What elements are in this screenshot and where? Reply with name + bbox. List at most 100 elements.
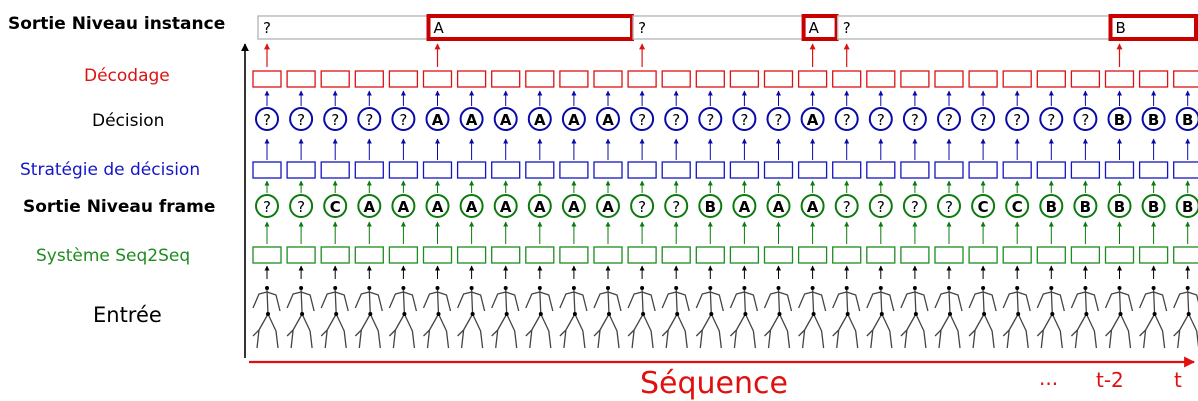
decision-circle xyxy=(902,107,927,131)
decision-label: ? xyxy=(365,111,373,129)
strategy-box xyxy=(763,161,794,179)
seq2seq-box xyxy=(797,246,828,264)
skeleton-joint xyxy=(607,312,611,316)
seq2seq-box xyxy=(968,246,998,264)
label-input: Entrée xyxy=(93,303,162,327)
seq2seq-box xyxy=(286,246,316,264)
frame-output-circle xyxy=(391,194,416,218)
instance-segment-label: B xyxy=(1116,19,1126,37)
decision-label: B xyxy=(1148,111,1159,129)
skeleton-joint xyxy=(879,312,884,316)
frame-output-circle xyxy=(289,194,314,218)
decision-label: B xyxy=(1182,111,1193,129)
skeleton-figure xyxy=(593,289,622,349)
decision-label: A xyxy=(602,111,614,129)
seq2seq-box xyxy=(491,246,521,264)
seq2seq-box xyxy=(1138,246,1169,264)
strategy-box xyxy=(866,161,896,179)
skeleton-joint xyxy=(1083,286,1088,290)
skeleton-joint xyxy=(641,312,646,316)
skeleton-figure xyxy=(559,289,588,349)
skeleton-joint xyxy=(1084,312,1089,316)
instance-segment xyxy=(632,15,804,40)
decoding-box xyxy=(934,70,964,88)
skeleton-joint xyxy=(1049,286,1054,290)
skeleton-joint xyxy=(503,286,508,290)
decision-label: ? xyxy=(1047,111,1055,129)
decision-circle xyxy=(1175,107,1198,131)
skeleton-joint xyxy=(299,286,304,290)
skeleton-joint xyxy=(1185,286,1190,290)
decision-label: ? xyxy=(945,111,953,129)
skeleton-joint xyxy=(436,312,441,316)
frame-output-label: ? xyxy=(638,198,646,216)
strategy-box xyxy=(1070,161,1101,179)
skeleton-joint xyxy=(947,286,951,290)
instance-segment-label: ? xyxy=(263,19,271,37)
strategy-box xyxy=(729,161,760,179)
decision-label: ? xyxy=(979,111,987,129)
skeleton-joint xyxy=(913,312,918,316)
frame-output-circle xyxy=(459,194,484,218)
decoding-box xyxy=(1138,70,1169,88)
decision-label: ? xyxy=(1013,111,1021,129)
skeleton-figure xyxy=(627,289,656,349)
time-t-minus-2: t-2 xyxy=(1096,368,1124,392)
strategy-box xyxy=(797,161,828,179)
label-decision-strategy: Stratégie de décision xyxy=(20,160,201,180)
instance-segment-label: ? xyxy=(638,19,646,37)
frame-output-circle xyxy=(1005,194,1030,218)
decoding-box xyxy=(1002,70,1032,88)
label-decision: Décision xyxy=(92,111,165,131)
decision-label: A xyxy=(500,111,512,129)
decision-circle xyxy=(834,107,859,131)
strategy-box xyxy=(968,161,998,179)
frame-output-circle xyxy=(937,194,961,218)
seq2seq-box xyxy=(422,246,453,264)
skeleton-joint xyxy=(640,286,645,290)
decoding-box xyxy=(456,70,487,88)
decision-label: A xyxy=(807,111,819,129)
skeleton-figure xyxy=(832,289,861,349)
skeleton-joint xyxy=(504,312,509,316)
frame-output-label: ? xyxy=(297,198,305,216)
skeleton-joint xyxy=(469,286,474,290)
strategy-box xyxy=(559,161,589,179)
decoding-box xyxy=(252,70,282,88)
frame-output-circle xyxy=(1107,194,1132,218)
decoding-box xyxy=(900,70,930,88)
decision-label: A xyxy=(568,111,580,129)
skeleton-joint xyxy=(845,312,850,316)
frame-output-label: ? xyxy=(945,198,953,216)
decision-circle xyxy=(289,107,314,131)
seq2seq-box xyxy=(388,246,419,264)
decoding-box xyxy=(422,70,453,88)
skeleton-figure xyxy=(798,289,827,349)
frame-output-circle xyxy=(357,194,382,218)
instance-segment xyxy=(837,15,1111,40)
decoding-box xyxy=(627,70,657,88)
strategy-box xyxy=(934,161,964,179)
seq2seq-box xyxy=(1036,246,1066,264)
skeleton-joint xyxy=(844,286,849,290)
time-t: t xyxy=(1174,368,1182,392)
decoding-box xyxy=(491,70,521,88)
skeleton-joint xyxy=(810,286,815,290)
frame-output-label: B xyxy=(1080,198,1091,216)
instance-segment xyxy=(1108,14,1198,41)
strategy-box xyxy=(456,161,487,179)
skeleton-joint xyxy=(368,312,373,316)
skeleton-figure xyxy=(1036,289,1065,349)
skeleton-joint xyxy=(571,286,576,290)
decision-label: ? xyxy=(263,111,271,129)
decoding-box xyxy=(1173,70,1198,88)
decision-label: ? xyxy=(843,111,851,129)
frame-output-circle xyxy=(425,194,450,218)
skeleton-figure xyxy=(525,289,554,349)
decision-circle xyxy=(1039,107,1064,131)
frame-output-circle xyxy=(1141,194,1166,218)
instance-segment xyxy=(257,15,429,40)
decision-circle xyxy=(971,107,996,131)
decision-circle xyxy=(766,107,791,131)
frame-output-circle xyxy=(323,194,348,218)
